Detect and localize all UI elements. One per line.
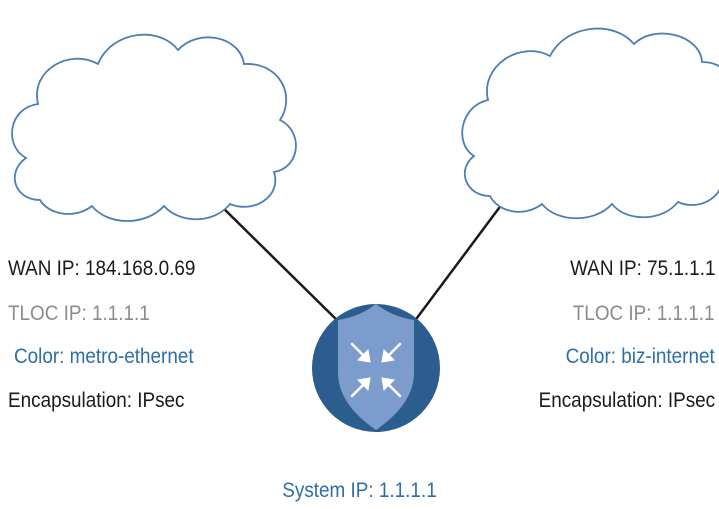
router-system-ip: System IP: 1.1.1.1 — [282, 479, 437, 502]
right-wan-ip: WAN IP: 75.1.1.1 — [569, 257, 715, 280]
left-encapsulation: Encapsulation: IPsec — [8, 389, 185, 412]
cloud-left-icon — [11, 33, 297, 222]
right-encapsulation: Encapsulation: IPsec — [538, 389, 715, 412]
link-left — [214, 199, 346, 329]
router-shield-icon — [312, 304, 440, 432]
link-right — [406, 195, 510, 331]
cloud-right-icon — [461, 27, 719, 220]
left-wan-ip: WAN IP: 184.168.0.69 — [8, 257, 196, 280]
left-tloc-ip: TLOC IP: 1.1.1.1 — [8, 302, 150, 325]
right-tloc-ip: TLOC IP: 1.1.1.1 — [573, 302, 715, 325]
left-color: Color: metro-ethernet — [14, 345, 194, 368]
right-color: Color: biz-internet — [565, 345, 715, 368]
